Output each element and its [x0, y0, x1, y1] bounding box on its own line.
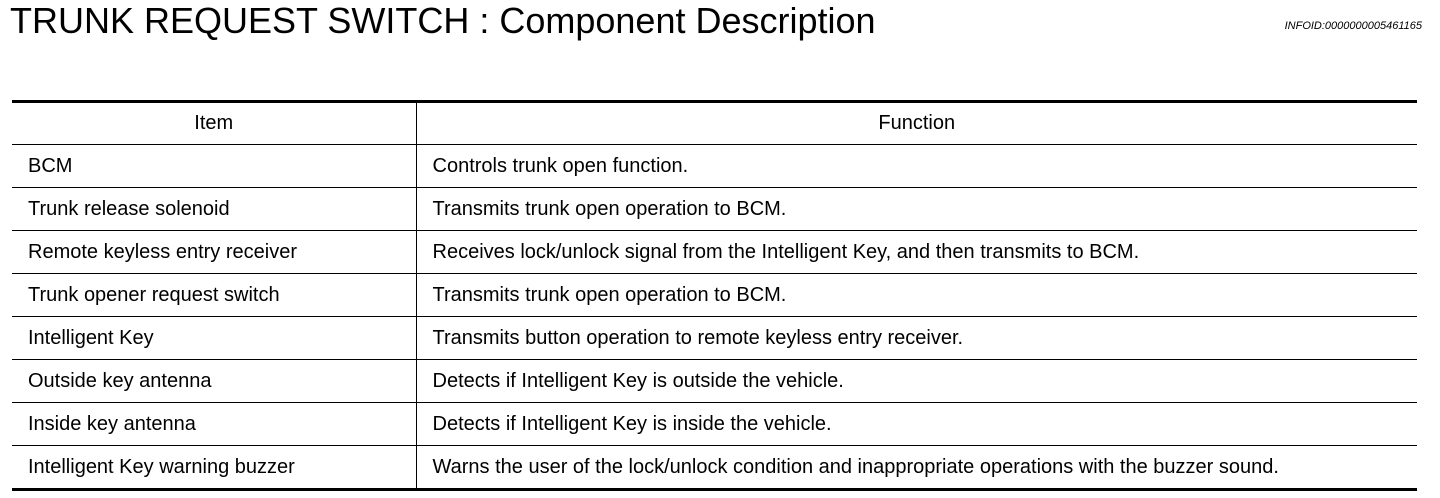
item-cell: Outside key antenna [12, 359, 417, 403]
table-row: Intelligent Key warning buzzer Warns the… [12, 445, 1417, 491]
item-cell: Trunk release solenoid [12, 187, 417, 231]
function-cell: Transmits trunk open operation to BCM. [416, 187, 1417, 231]
table-row: Trunk opener request switch Transmits tr… [12, 273, 1417, 317]
item-cell: Intelligent Key warning buzzer [12, 445, 417, 491]
table-row: Intelligent Key Transmits button operati… [12, 316, 1417, 360]
component-description-table: Item Function BCM Controls trunk open fu… [12, 100, 1417, 491]
function-cell: Warns the user of the lock/unlock condit… [416, 445, 1417, 491]
function-cell: Detects if Intelligent Key is inside the… [416, 402, 1417, 446]
function-cell: Detects if Intelligent Key is outside th… [416, 359, 1417, 403]
table-row: BCM Controls trunk open function. [12, 144, 1417, 188]
item-cell: Intelligent Key [12, 316, 417, 360]
function-cell: Controls trunk open function. [416, 144, 1417, 188]
function-cell: Receives lock/unlock signal from the Int… [416, 230, 1417, 274]
info-id: INFOID:0000000005461165 [1284, 20, 1422, 32]
table-row: Trunk release solenoid Transmits trunk o… [12, 187, 1417, 231]
table-row: Outside key antenna Detects if Intellige… [12, 359, 1417, 403]
item-cell: Trunk opener request switch [12, 273, 417, 317]
table-row: Inside key antenna Detects if Intelligen… [12, 402, 1417, 446]
item-cell: BCM [12, 144, 417, 188]
table-row: Remote keyless entry receiver Receives l… [12, 230, 1417, 274]
function-cell: Transmits button operation to remote key… [416, 316, 1417, 360]
item-cell: Inside key antenna [12, 402, 417, 446]
page-title: TRUNK REQUEST SWITCH : Component Descrip… [10, 0, 876, 41]
function-cell: Transmits trunk open operation to BCM. [416, 273, 1417, 317]
column-header-function: Function [416, 100, 1417, 145]
item-cell: Remote keyless entry receiver [12, 230, 417, 274]
table-header-row: Item Function [12, 100, 1417, 145]
column-header-item: Item [12, 100, 417, 145]
